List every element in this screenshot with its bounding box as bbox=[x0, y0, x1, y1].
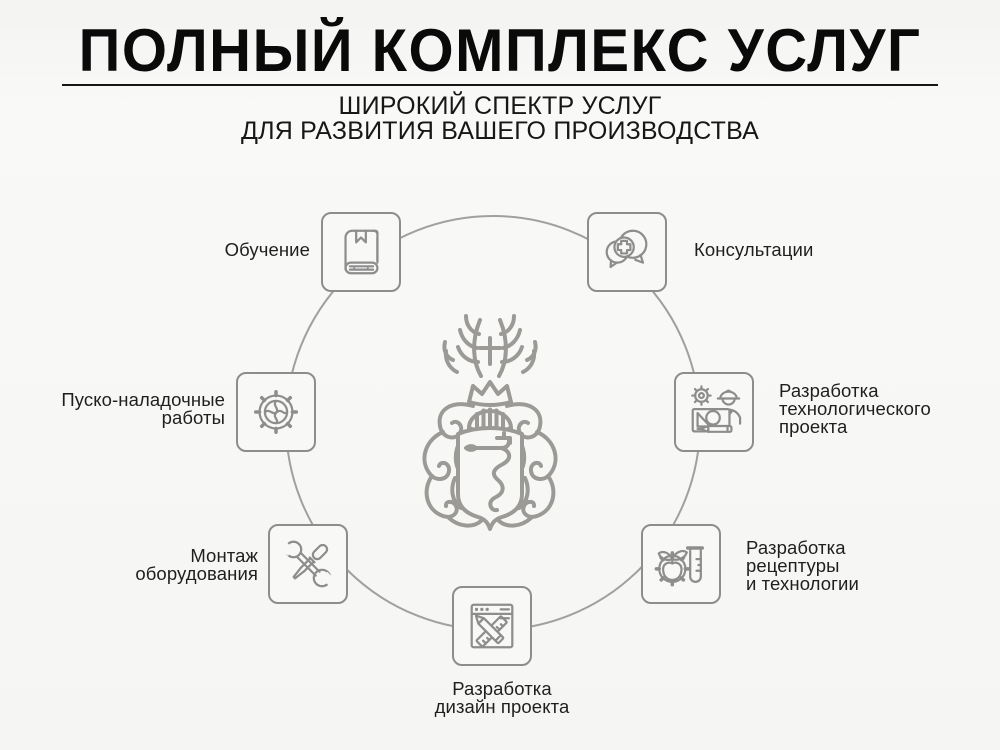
service-box-training bbox=[321, 212, 401, 292]
serpent-icon bbox=[464, 444, 478, 452]
page-title: ПОЛНЫЙ КОМПЛЕКС УСЛУГ bbox=[78, 17, 922, 85]
service-box-installation bbox=[268, 524, 348, 604]
gear-apple-testtube-icon bbox=[654, 546, 705, 587]
subtitle-line-2: ДЛЯ РАЗВИТИЯ ВАШЕГО ПРОИЗВОДСТВА bbox=[240, 117, 760, 145]
wrench-screwdriver-icon bbox=[280, 540, 336, 588]
service-label-commissioning: Пуско-наладочные работы bbox=[61, 389, 225, 428]
page-subtitle: ШИРОКИЙ СПЕКТР УСЛУГ ДЛЯ РАЗВИТИЯ ВАШЕГО… bbox=[0, 94, 1000, 144]
shield bbox=[456, 426, 524, 531]
service-box-tech-project bbox=[674, 372, 754, 452]
service-box-recipe-tech bbox=[641, 524, 721, 604]
puzzle-gear-icon bbox=[253, 389, 299, 435]
service-label-installation: Монтаж оборудования bbox=[135, 545, 258, 584]
book-icon bbox=[344, 229, 379, 275]
crown-icon bbox=[467, 380, 513, 404]
service-box-design-project bbox=[452, 586, 532, 666]
engineer-blueprint-icon bbox=[691, 385, 742, 433]
service-box-commissioning bbox=[236, 372, 316, 452]
service-label-design-project: Разработка дизайн проекта bbox=[434, 678, 570, 717]
service-label-recipe-tech: Разработка рецептуры и технологии bbox=[746, 537, 859, 594]
title-underline bbox=[62, 84, 938, 86]
coat-of-arms-emblem bbox=[422, 314, 558, 531]
cross-icon bbox=[478, 336, 502, 366]
subtitle-line-1: ШИРОКИЙ СПЕКТР УСЛУГ bbox=[338, 92, 662, 120]
service-label-consulting: Консультации bbox=[694, 239, 814, 260]
service-label-training: Обучение bbox=[224, 239, 310, 260]
pencil-ruler-window-icon bbox=[470, 603, 514, 649]
service-box-consulting bbox=[587, 212, 667, 292]
medical-chat-icon bbox=[605, 229, 648, 269]
service-label-tech-project: Разработка технологического проекта bbox=[779, 380, 931, 437]
